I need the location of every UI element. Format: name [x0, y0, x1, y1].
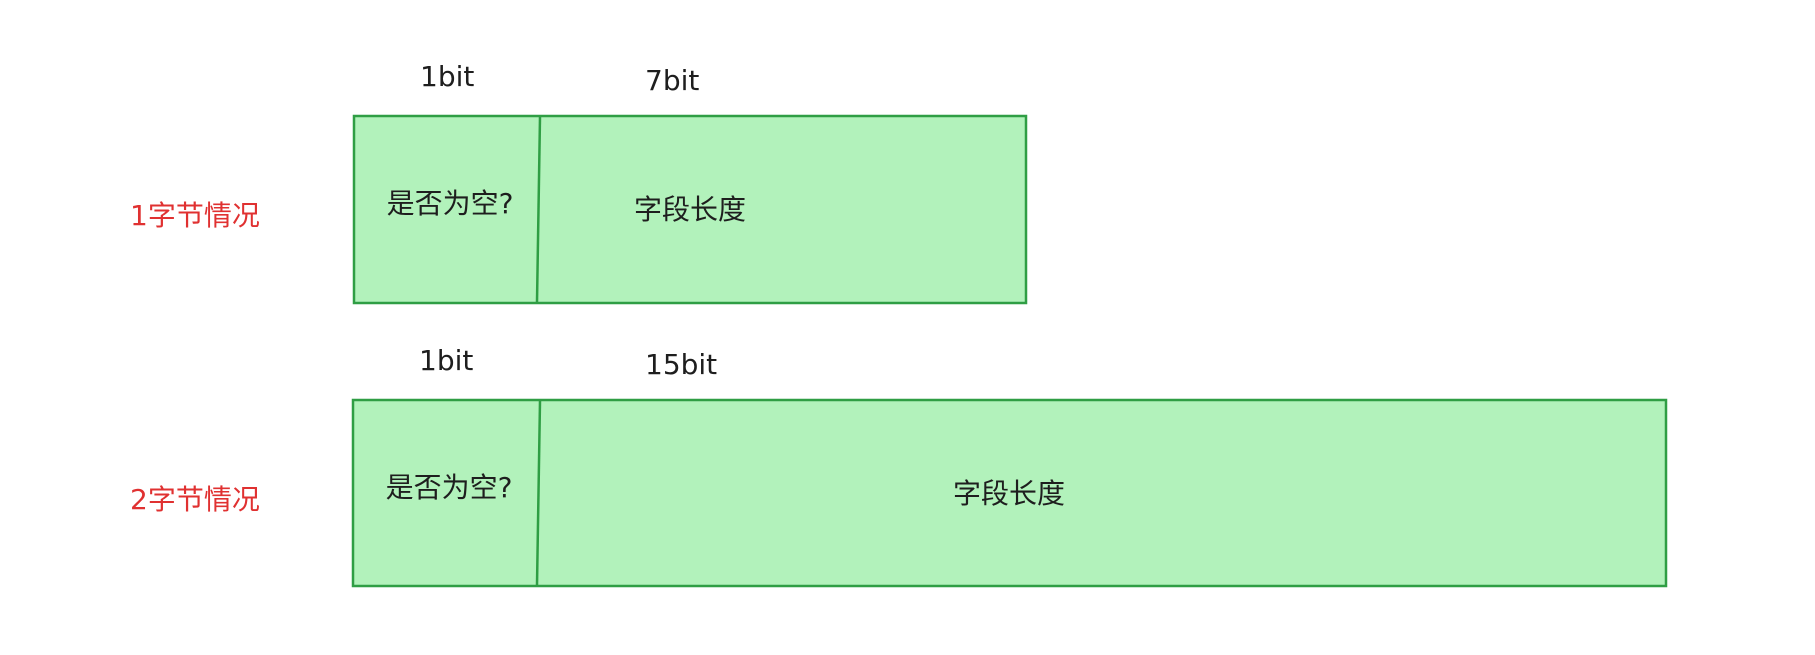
bit-label-length-two-byte: 15bit	[645, 348, 717, 381]
cell-divider-one-byte	[535, 116, 542, 303]
bit-label-flag-one-byte: 1bit	[420, 60, 474, 93]
row-two-byte: 2字节情况 1bit 15bit 是否为空? 字段长度	[130, 344, 1668, 588]
row-one-byte: 1字节情况 1bit 7bit 是否为空? 字段长度	[130, 60, 1028, 305]
field-box-border-two-byte	[351, 398, 1668, 588]
row-label-one-byte: 1字节情况	[130, 199, 260, 232]
flag-cell-one-byte: 是否为空?	[387, 187, 514, 220]
length-cell-two-byte: 字段长度	[953, 477, 1065, 510]
bit-label-length-one-byte: 7bit	[645, 64, 699, 97]
cell-divider-two-byte	[535, 400, 542, 586]
bit-label-flag-two-byte: 1bit	[419, 344, 473, 377]
field-box-border-one-byte	[352, 114, 1028, 305]
flag-cell-two-byte: 是否为空?	[386, 471, 513, 504]
field-box-one-byte	[354, 116, 1026, 303]
length-cell-one-byte: 字段长度	[634, 193, 746, 226]
row-label-two-byte: 2字节情况	[130, 483, 260, 516]
field-box-two-byte	[353, 400, 1666, 586]
